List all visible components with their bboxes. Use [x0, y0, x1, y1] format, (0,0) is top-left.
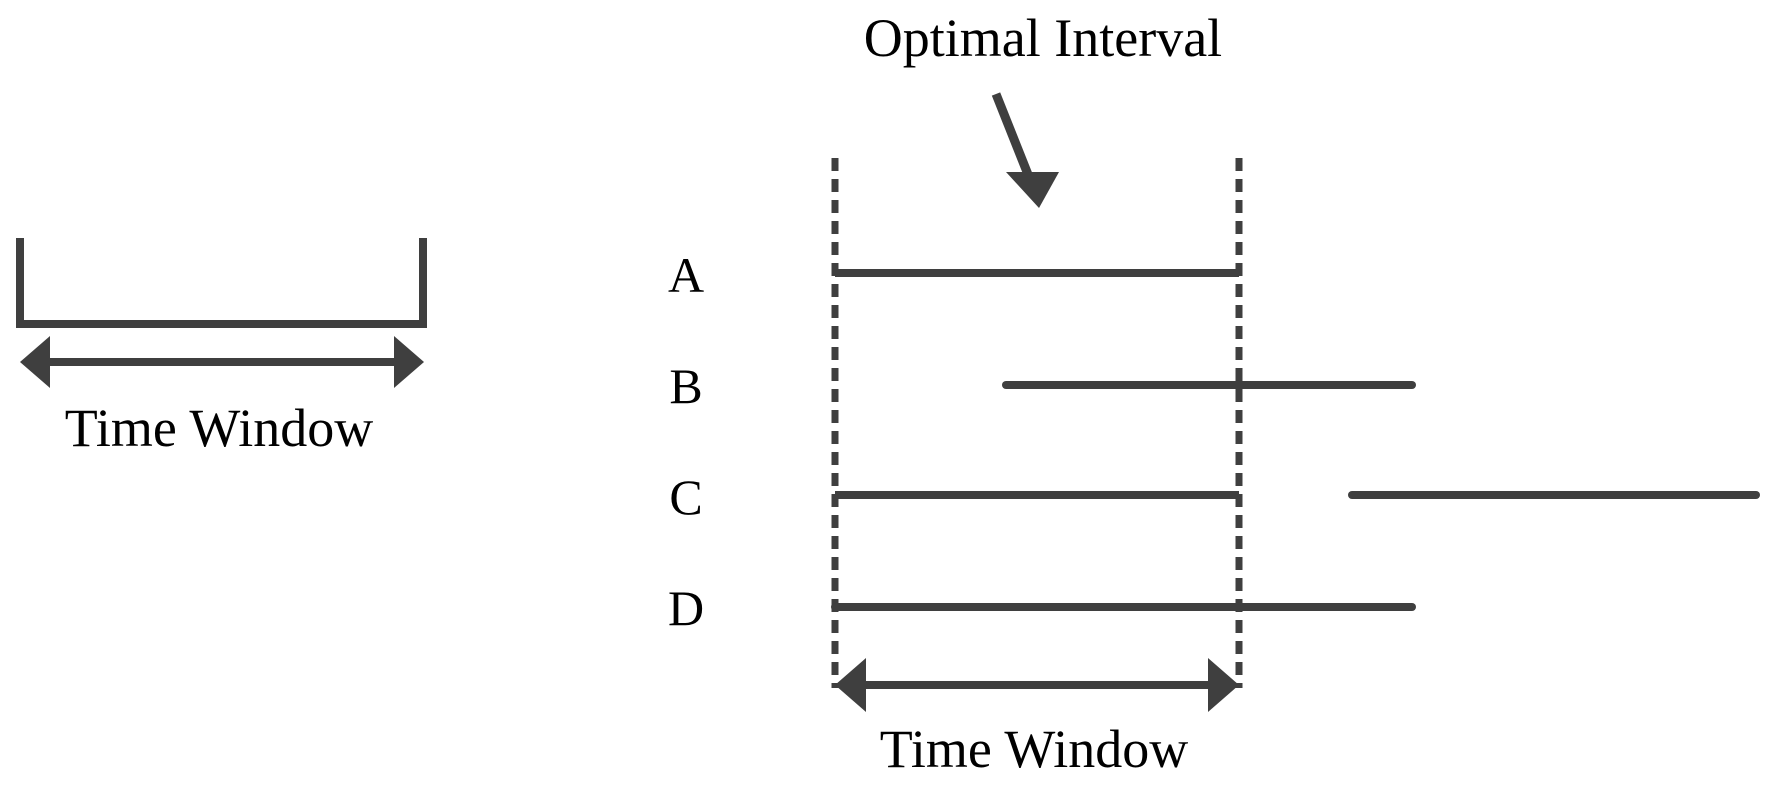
- left-window-caption: Time Window: [65, 398, 373, 458]
- right-arrowhead-right: [1208, 658, 1239, 712]
- row-label-c: C: [669, 469, 702, 525]
- optimal-arrowhead: [1006, 172, 1059, 208]
- right-arrowhead-left: [835, 658, 866, 712]
- right-window-caption: Time Window: [880, 719, 1188, 779]
- right-window-double-arrow: [835, 658, 1239, 712]
- optimal-interval-arrow: [991, 92, 1059, 208]
- right-interval-panel: Optimal Interval A B C D: [668, 8, 1760, 779]
- row-label-a: A: [668, 247, 704, 303]
- left-window-double-arrow: [20, 336, 424, 388]
- optimal-arrow-shaft: [991, 92, 1036, 184]
- left-time-window-panel: Time Window: [16, 238, 427, 458]
- row-d: D: [668, 580, 1416, 636]
- left-window-bracket: [16, 238, 427, 328]
- row-b: B: [669, 358, 1416, 414]
- row-label-b: B: [669, 358, 702, 414]
- optimal-interval-label: Optimal Interval: [864, 8, 1222, 68]
- row-a: A: [668, 247, 1239, 303]
- left-arrowhead-left: [20, 336, 50, 388]
- row-c: C: [669, 469, 1760, 525]
- row-label-d: D: [668, 580, 704, 636]
- left-arrowhead-right: [394, 336, 424, 388]
